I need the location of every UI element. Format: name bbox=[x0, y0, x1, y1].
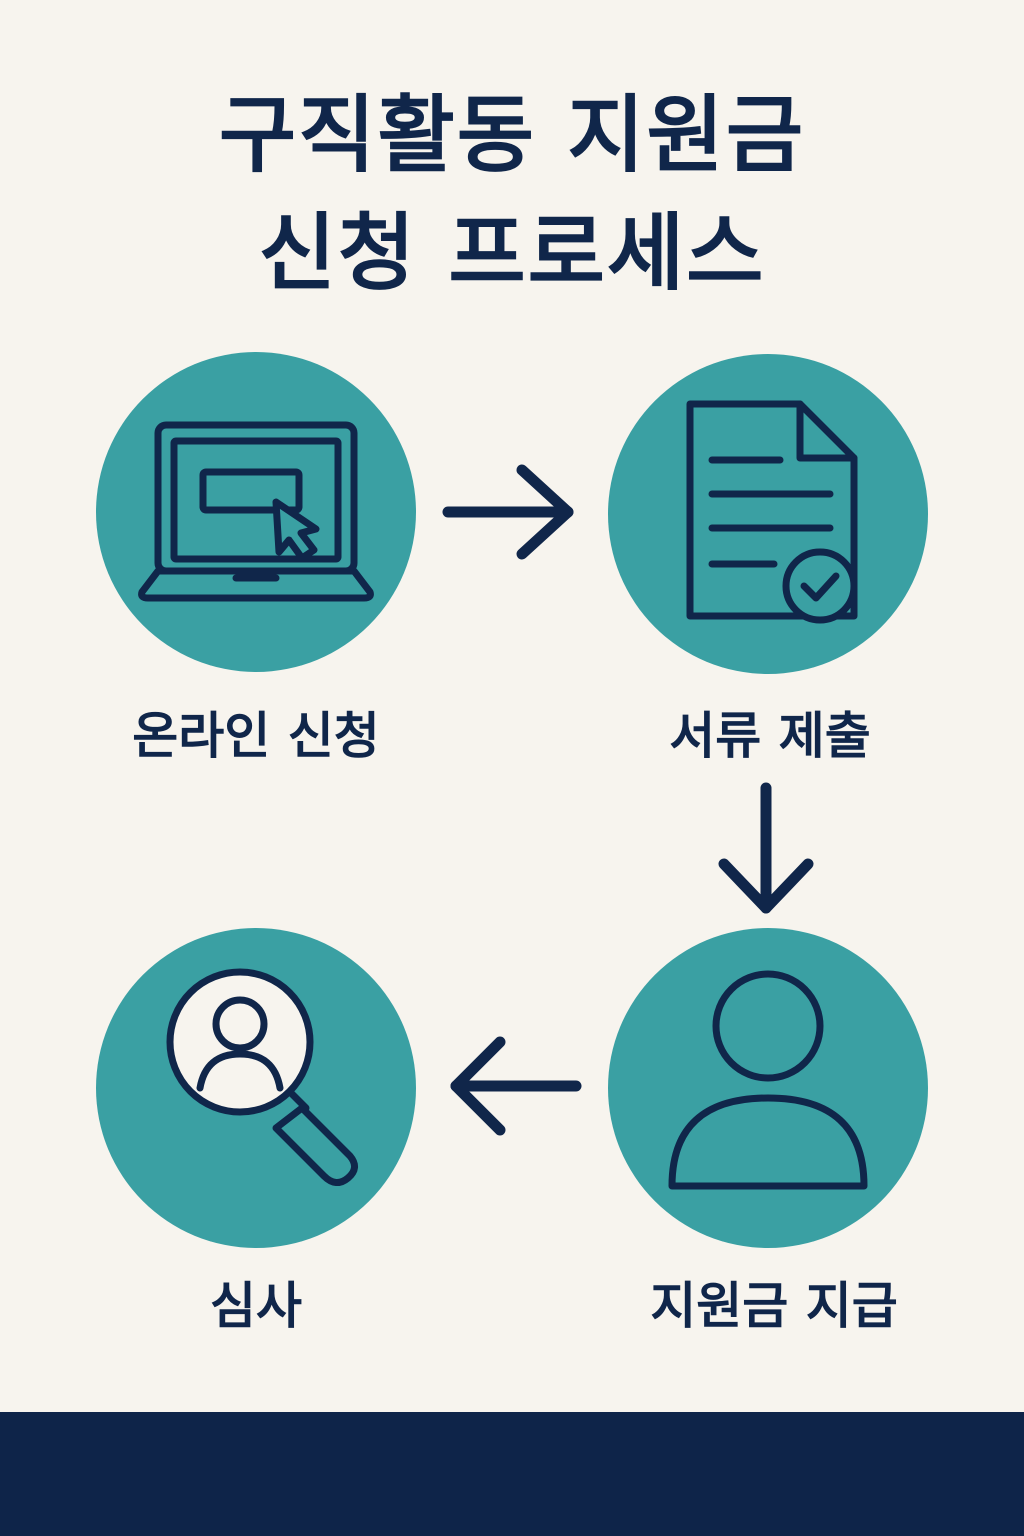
step-circle-online-application bbox=[96, 352, 416, 672]
document-check-icon bbox=[686, 400, 858, 624]
person-icon bbox=[668, 970, 868, 1190]
page-title: 구직활동 지원금 신청 프로세스 bbox=[0, 76, 1024, 312]
step-label-payment: 지원금 지급 bbox=[650, 1277, 898, 1335]
step-circle-document-submission bbox=[608, 354, 928, 674]
arrow-down-icon bbox=[718, 782, 814, 914]
step-label-online-application: 온라인 신청 bbox=[132, 707, 380, 765]
magnifier-person-icon bbox=[166, 968, 358, 1186]
title-line-1: 구직활동 지원금 bbox=[218, 86, 806, 184]
step-label-review: 심사 bbox=[210, 1277, 302, 1335]
title-line-2: 신청 프로세스 bbox=[258, 204, 766, 302]
laptop-click-icon bbox=[138, 421, 374, 602]
step-circle-review bbox=[96, 928, 416, 1248]
step-label-document-submission: 서류 제출 bbox=[669, 707, 871, 765]
arrow-right-icon bbox=[442, 464, 574, 560]
footer-bar bbox=[0, 1412, 1024, 1536]
step-circle-payment bbox=[608, 928, 928, 1248]
arrow-left-icon bbox=[450, 1036, 582, 1136]
